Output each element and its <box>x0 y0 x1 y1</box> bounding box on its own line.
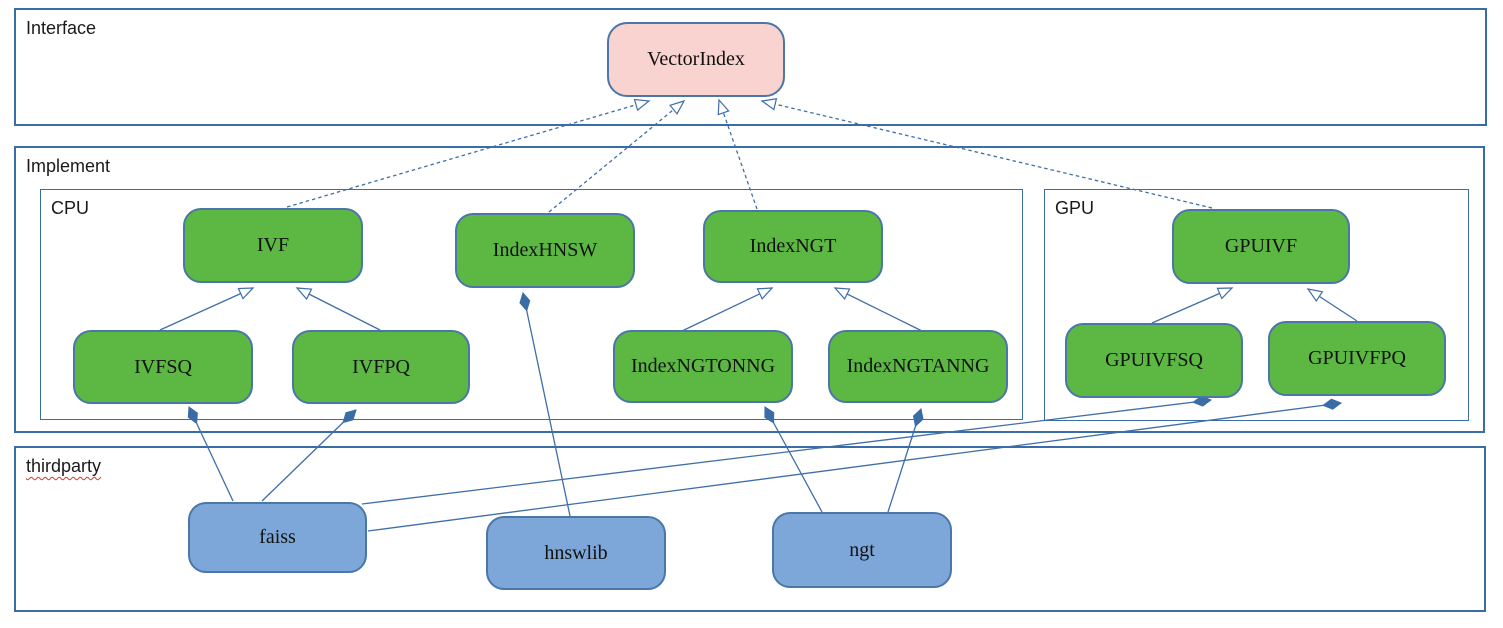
container-gpu-label: GPU <box>1055 198 1095 218</box>
node-faiss-label: faiss <box>259 526 296 548</box>
node-indexhnsw[interactable]: IndexHNSW <box>455 213 635 288</box>
node-gpuivf[interactable]: GPUIVF <box>1172 209 1350 284</box>
node-indexngtanng-label: IndexNGTANNG <box>846 355 990 377</box>
node-hnswlib-label: hnswlib <box>544 541 608 564</box>
node-faiss[interactable]: faiss <box>188 502 367 573</box>
node-ngt-label: ngt <box>849 538 875 561</box>
node-hnswlib[interactable]: hnswlib <box>486 516 666 590</box>
container-implement-label: Implement <box>26 156 111 176</box>
node-ivfsq[interactable]: IVFSQ <box>73 330 253 404</box>
node-ivfsq-label: IVFSQ <box>134 355 192 378</box>
node-indexngtanng[interactable]: IndexNGTANNG <box>828 330 1008 403</box>
node-gpuivf-label: GPUIVF <box>1224 235 1298 257</box>
container-interface-label: Interface <box>26 18 97 38</box>
node-gpuivfpq[interactable]: GPUIVFPQ <box>1268 321 1446 396</box>
node-ivfpq-label: IVFPQ <box>352 355 410 378</box>
node-ivf-label: IVF <box>256 234 290 256</box>
node-ngt[interactable]: ngt <box>772 512 952 588</box>
node-ivfpq[interactable]: IVFPQ <box>292 330 470 404</box>
node-gpuivfsq-label: GPUIVFSQ <box>1105 349 1203 371</box>
node-indexngtonng-label: IndexNGTONNG <box>630 355 776 377</box>
node-indexngt[interactable]: IndexNGT <box>703 210 883 283</box>
node-ivf[interactable]: IVF <box>183 208 363 283</box>
node-indexngtonng[interactable]: IndexNGTONNG <box>613 330 793 403</box>
node-indexhnsw-label: IndexHNSW <box>492 239 598 261</box>
container-cpu-label: CPU <box>51 198 90 218</box>
node-gpuivfpq-label: GPUIVFPQ <box>1308 347 1406 369</box>
node-vectorindex-label: VectorIndex <box>647 48 745 70</box>
node-gpuivfsq[interactable]: GPUIVFSQ <box>1065 323 1243 398</box>
node-indexngt-label: IndexNGT <box>749 235 837 257</box>
container-thirdparty-label: thirdparty <box>26 456 102 476</box>
node-vectorindex[interactable]: VectorIndex <box>607 22 785 97</box>
